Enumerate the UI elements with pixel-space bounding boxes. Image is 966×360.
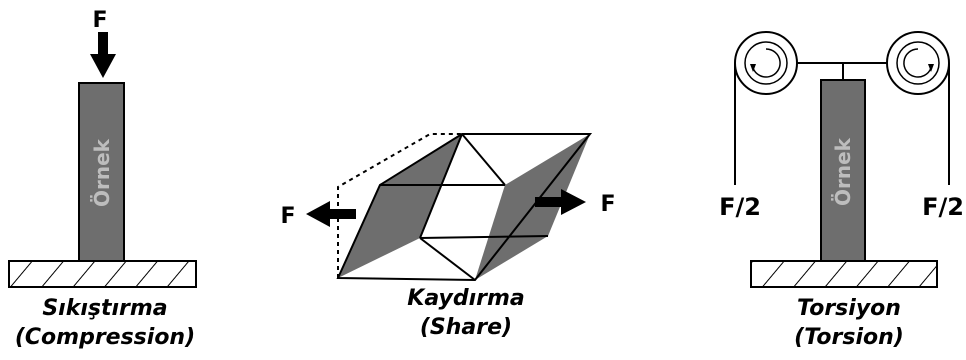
shear-original-outline [337, 133, 462, 278]
compression-group: F Örnek Sıkıştırma (Compression) [8, 8, 197, 350]
compression-caption-english: (Compression) [15, 325, 195, 350]
shear-force-left-label: F [280, 204, 295, 229]
compression-base [8, 260, 197, 288]
shear-force-right-label: F [600, 192, 615, 217]
torsion-caption-turkish: Torsiyon [797, 296, 901, 321]
torsion-right-pulley [886, 31, 950, 95]
torsion-specimen [820, 79, 866, 262]
shear-specimen-outline [336, 133, 593, 282]
torsion-force-right-label: F/2 [922, 193, 964, 221]
torsion-base [750, 260, 938, 288]
torsion-force-left-label: F/2 [719, 193, 761, 221]
shear-force-right-arrow [535, 189, 586, 215]
shear-caption-turkish: Kaydırma [407, 286, 524, 311]
compression-specimen [78, 82, 125, 262]
shear-caption-english: (Share) [420, 315, 512, 340]
torsion-group: Örnek F/2 F/2 Torsiyon (Torsion) [719, 31, 964, 350]
torsion-caption-english: (Torsion) [794, 325, 904, 350]
shear-inner-line-bottom [419, 235, 549, 239]
shear-group: F F Kaydırma (Share) [280, 133, 616, 340]
torsion-left-pulley [734, 31, 798, 95]
compression-force-label: F [92, 8, 107, 33]
shear-left-shaded [338, 134, 462, 278]
shear-force-left-arrow [306, 201, 356, 227]
torsion-specimen-label: Örnek [831, 137, 855, 206]
compression-force-arrow [90, 32, 116, 78]
compression-specimen-label: Örnek [90, 138, 114, 207]
compression-caption-turkish: Sıkıştırma [42, 296, 167, 321]
